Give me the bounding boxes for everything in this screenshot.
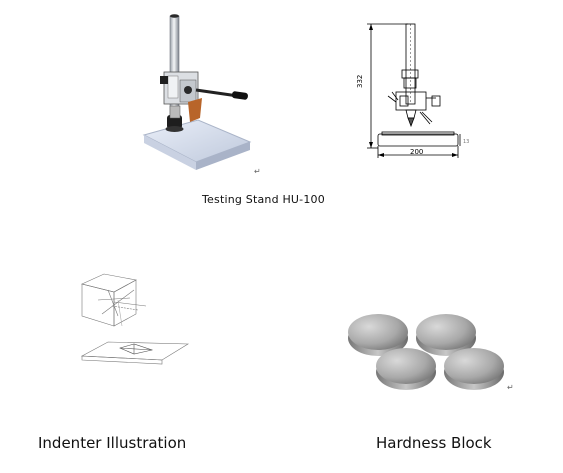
width-dimension-label: 200 bbox=[410, 148, 423, 156]
testing-stand-caption: Testing Stand HU-100 bbox=[202, 193, 325, 206]
hardness-disc-4 bbox=[444, 348, 504, 390]
testing-stand-photo bbox=[140, 10, 255, 175]
testing-stand-drawing: 332 13 200 bbox=[352, 12, 472, 168]
height-dimension-label: 332 bbox=[356, 75, 364, 88]
side-dimension-label: 13 bbox=[463, 139, 469, 145]
hardness-block-photo bbox=[342, 306, 506, 398]
paragraph-mark: ↵ bbox=[254, 167, 261, 176]
hardness-disc-2 bbox=[416, 314, 476, 356]
hardness-disc-3 bbox=[376, 348, 436, 390]
hardness-block-caption: Hardness Block bbox=[376, 434, 492, 452]
indenter-illustration bbox=[78, 270, 193, 370]
hardness-disc-1 bbox=[348, 314, 408, 356]
indenter-caption: Indenter Illustration bbox=[38, 434, 187, 452]
paragraph-mark: ↵ bbox=[507, 383, 514, 392]
